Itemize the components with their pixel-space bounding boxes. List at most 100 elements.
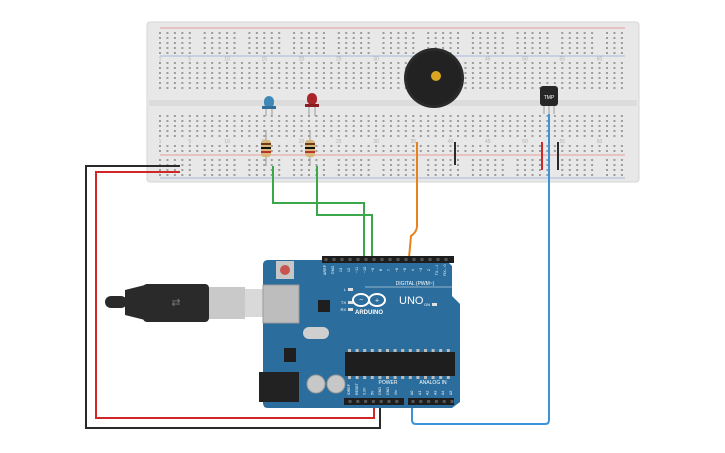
breadboard-center-channel — [149, 100, 637, 106]
power-pin-label: GND — [378, 387, 382, 395]
crystal-oscillator — [303, 327, 329, 339]
resistor-1[interactable] — [261, 130, 271, 166]
digital-pin-label: 7 — [387, 269, 391, 271]
bb-col-number-top: 50 — [522, 57, 528, 63]
digital-pin-label: 2 — [427, 269, 431, 271]
digital-pins: AREF GND 13 12 ~11 ~10 ~9 8 7 ~6 ~5 4 ~3 2 TX→1 RX←0 — [323, 258, 448, 276]
bb-col-number-top: 60 — [597, 57, 603, 63]
temperature-sensor[interactable]: TMP — [540, 86, 558, 114]
digital-pin-label: ~11 — [355, 267, 359, 273]
bb-col-number-top: 15 — [262, 57, 268, 63]
digital-pin-label: ~10 — [363, 267, 367, 273]
wire-black[interactable] — [85, 165, 381, 429]
wire-green-1[interactable] — [272, 166, 365, 258]
status-led-label: ON — [424, 302, 430, 307]
bb-col-number-top: 30 — [373, 57, 379, 63]
power-pin-label: 3.3V — [363, 387, 367, 395]
breadboard-column-numbers: 1155101015152020252530303535404045455050… — [159, 57, 603, 146]
bb-col-number-top: 5 — [188, 57, 191, 63]
analog-header[interactable] — [408, 398, 454, 405]
analog-pin-label: A1 — [418, 391, 422, 395]
temp-sensor-label: TMP — [544, 95, 555, 101]
digital-pin-label: GND — [331, 266, 335, 275]
chip-pins-bottom — [348, 376, 450, 379]
arduino-model: UNO — [399, 295, 424, 307]
blue-led-icon[interactable] — [262, 96, 276, 116]
analog-pin-label: A0 — [410, 391, 414, 395]
digital-pin-label: 13 — [339, 268, 343, 272]
power-header-label: POWER — [379, 380, 398, 386]
red-led-icon[interactable] — [305, 93, 319, 116]
wire-red[interactable] — [95, 171, 375, 419]
analog-pin-label: A2 — [426, 391, 430, 395]
atmega-chip — [345, 352, 455, 376]
piezo-buzzer-icon[interactable] — [404, 48, 464, 108]
power-pin-label: 5V — [370, 390, 374, 395]
analog-pin-label: A5 — [449, 391, 453, 395]
digital-pin-label: ~5 — [403, 268, 407, 272]
digital-header[interactable] — [322, 256, 454, 263]
chip-pins-top — [348, 349, 450, 352]
breadboard-holes — [159, 32, 623, 176]
power-pin-label: Vin — [394, 390, 398, 395]
svg-text:+: + — [375, 298, 379, 305]
bb-col-number-top: 1 — [159, 57, 162, 63]
analog-pin-label: A4 — [441, 391, 445, 395]
bb-col-number-top: 25 — [336, 57, 342, 63]
digital-pin-label: AREF — [323, 264, 327, 275]
bb-col-number-top: 55 — [560, 57, 566, 63]
bb-col-number-bottom: 55 — [560, 139, 566, 145]
status-leds: L TX RX ON — [340, 287, 437, 312]
bb-col-number-top: 20 — [299, 57, 305, 63]
bb-col-number-bottom: 40 — [448, 139, 454, 145]
usb-cable[interactable]: ⇄ — [105, 284, 265, 322]
bb-col-number-bottom: 50 — [522, 139, 528, 145]
bb-col-number-bottom: 20 — [299, 139, 305, 145]
analog-header-label: ANALOG IN — [419, 380, 447, 386]
usb-b-port — [262, 284, 300, 324]
arduino-logo-icon: − + — [352, 293, 386, 307]
bb-col-number-bottom: 45 — [485, 139, 491, 145]
digital-pin-label: 12 — [347, 268, 351, 272]
status-led-label: L — [344, 287, 347, 292]
digital-pin-label: ~6 — [395, 268, 399, 272]
wire-orange[interactable] — [408, 142, 418, 259]
bb-col-number-bottom: 30 — [373, 139, 379, 145]
wire-blue[interactable] — [411, 114, 550, 425]
digital-pin-label: ~9 — [371, 268, 375, 272]
bb-col-number-bottom: 25 — [336, 139, 342, 145]
digital-pin-label: 8 — [379, 269, 383, 271]
bb-col-number-bottom: 5 — [188, 139, 191, 145]
breadboard[interactable]: 1155101015152020252530303535404045455050… — [146, 21, 640, 183]
status-led-label: TX — [341, 300, 346, 305]
svg-text:−: − — [359, 297, 363, 304]
bb-col-number-bottom: 35 — [411, 139, 417, 145]
capacitor-1 — [306, 374, 326, 394]
digital-pin-label: ~3 — [419, 268, 423, 272]
power-pin-label: RESET — [355, 382, 359, 395]
bb-col-number-bottom: 60 — [597, 139, 603, 145]
power-pin-label: GND — [386, 387, 390, 395]
status-led-label: RX — [340, 307, 346, 312]
bb-col-number-bottom: 1 — [159, 139, 162, 145]
digital-pin-label: 4 — [411, 269, 415, 271]
dc-barrel-jack — [259, 372, 299, 402]
wire-green-2[interactable] — [316, 166, 373, 258]
digital-pin-label: RX←0 — [443, 264, 447, 275]
resistor-2[interactable] — [305, 130, 315, 166]
bb-col-number-bottom: 10 — [224, 139, 230, 145]
arduino-brand: ARDUINO — [355, 310, 383, 316]
arduino-uno-board[interactable]: AREF GND 13 12 ~11 ~10 ~9 8 7 ~6 ~5 4 ~3 2 TX→1 RX←0 DI… — [259, 256, 460, 408]
reset-button[interactable] — [276, 261, 294, 279]
digital-pin-label: TX→1 — [435, 265, 439, 276]
digital-header-label: DIGITAL (PWM~) — [396, 281, 435, 287]
bb-col-number-top: 10 — [224, 57, 230, 63]
svg-text:⇄: ⇄ — [171, 296, 180, 309]
usb-interface-chip — [318, 300, 330, 312]
voltage-regulator — [284, 348, 296, 362]
bb-col-number-top: 45 — [485, 57, 491, 63]
capacitor-2 — [326, 374, 346, 394]
analog-pin-label: A3 — [433, 391, 437, 395]
